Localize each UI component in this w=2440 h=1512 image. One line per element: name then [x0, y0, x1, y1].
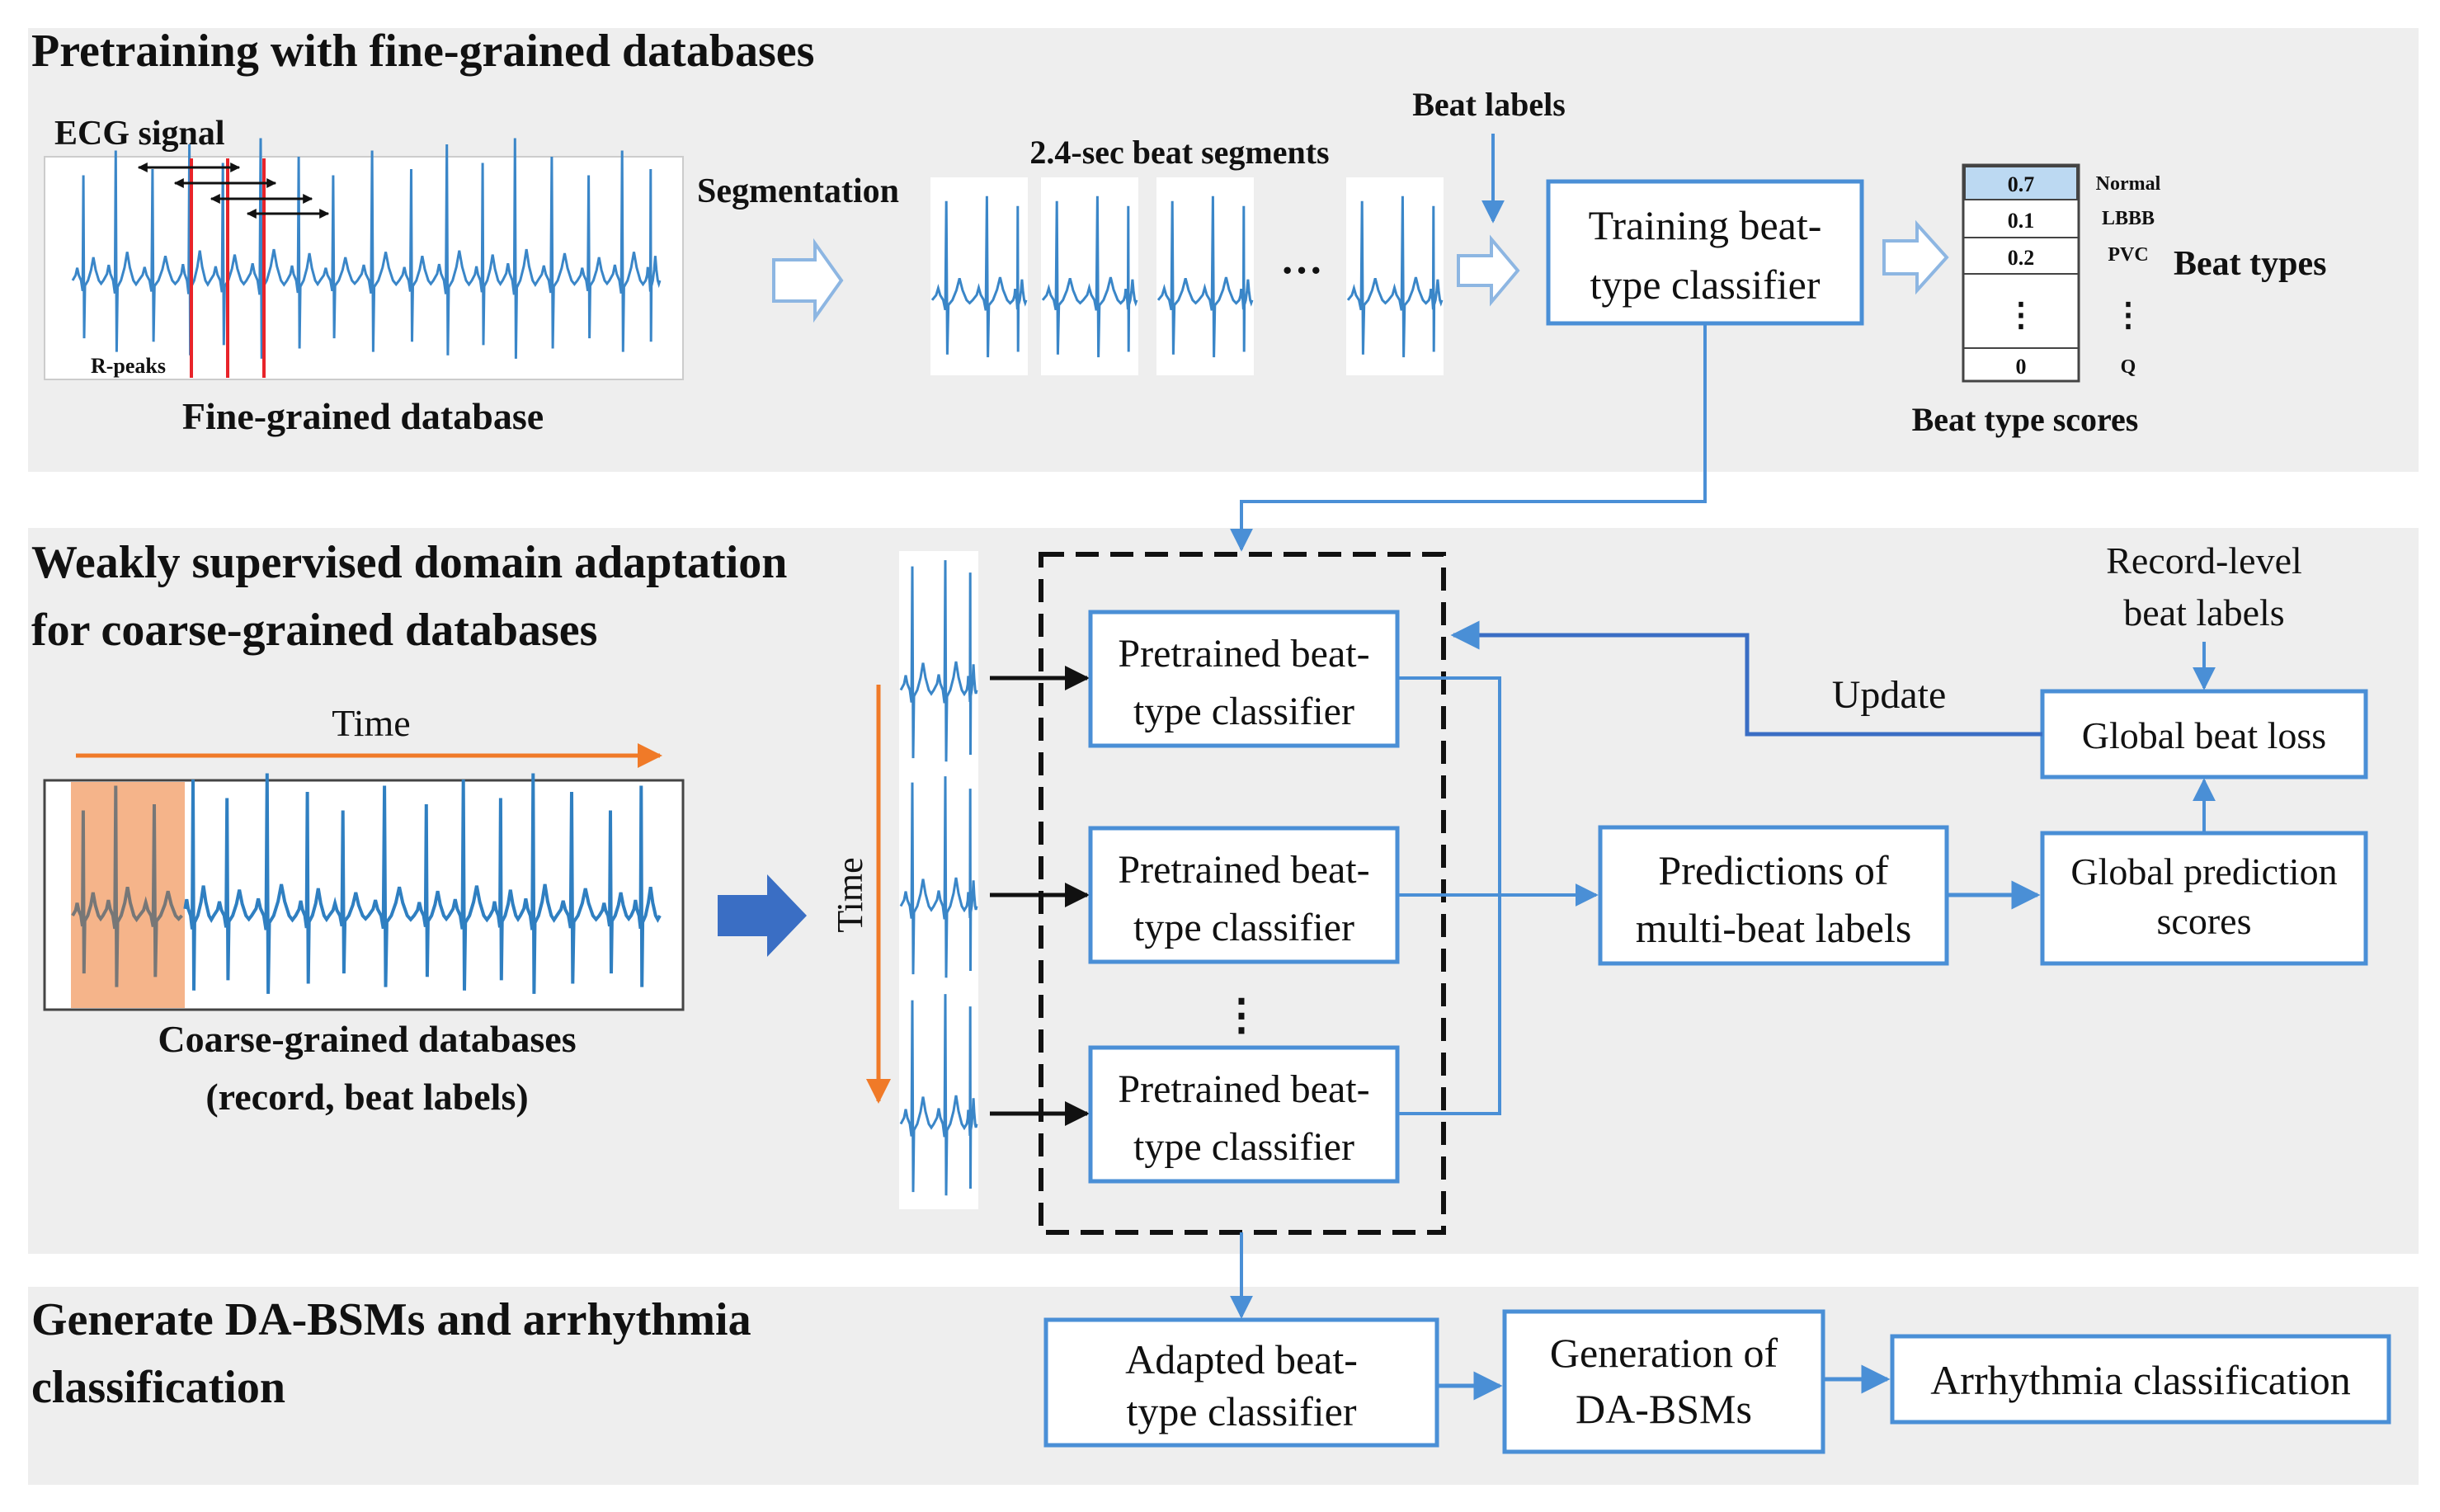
global-scores-line2: scores — [2157, 900, 2252, 942]
to-segments-filled-arrow — [718, 874, 807, 957]
coarse-ecg-trace — [183, 773, 662, 994]
coarse-database-line2: (record, beat labels) — [205, 1076, 528, 1118]
beat-segment-4-trace — [1346, 195, 1444, 358]
adapted-classifier-line2: type classifier — [1126, 1388, 1356, 1434]
coarse-segment-2-trace — [899, 776, 978, 978]
coarse-ecg-trace-highlighted — [71, 785, 183, 987]
panel2-title-line2: for coarse-grained databases — [31, 605, 597, 656]
global-scores-line1: Global prediction — [2070, 850, 2337, 893]
record-labels-line2: beat labels — [2123, 591, 2284, 634]
pretrained-classifier-2-line2: type classifier — [1133, 906, 1354, 949]
pretrained-classifier-2-line1: Pretrained beat- — [1118, 848, 1369, 892]
beat-segments-label: 2.4-sec beat segments — [1029, 134, 1329, 171]
score-value-2: 0.2 — [2008, 246, 2035, 270]
score-type-1: LBBB — [2102, 208, 2155, 229]
pretrained-classifier-3 — [1088, 1045, 1400, 1184]
pretrain-to-adaptation-arrow — [1230, 323, 1707, 552]
predictions-box — [1598, 825, 1949, 966]
update-label: Update — [1832, 673, 1947, 717]
training-classifier-line1: Training beat- — [1589, 202, 1822, 248]
beat-segment-1-trace — [930, 195, 1028, 358]
score-value-1: 0.1 — [2008, 209, 2035, 233]
time-vertical-label: Time — [830, 857, 870, 932]
classifier-3-output-line — [1397, 895, 1501, 1115]
panel2-title-line1: Weakly supervised domain adaptation — [31, 537, 787, 588]
pretrained-classifier-1 — [1088, 610, 1400, 748]
pretrained-classifier-3-line1: Pretrained beat- — [1118, 1067, 1369, 1111]
classifier-1-output-line — [1397, 676, 1501, 895]
panel1-title: Pretraining with fine-grained databases — [31, 26, 814, 77]
score-type-2: PVC — [2108, 244, 2148, 266]
record-labels-line1: Record-level — [2106, 539, 2302, 582]
coarse-beat-segments — [899, 551, 978, 1209]
generation-line1: Generation of — [1550, 1330, 1778, 1376]
ecg-signal-label: ECG signal — [54, 115, 225, 153]
fine-ecg-trace — [71, 138, 662, 359]
coarse-segment-1-trace — [899, 560, 978, 762]
global-scores-box — [2040, 831, 2368, 966]
beat-types-label: Beat types — [2174, 245, 2326, 283]
beat-type-scores-label: Beat type scores — [1912, 401, 2139, 438]
beat-segment-3-trace — [1156, 195, 1254, 358]
panel3-title-line2: classification — [31, 1362, 285, 1413]
time-label: Time — [332, 702, 410, 744]
beat-type-scores-table — [1962, 163, 2080, 383]
score-value-3: 0 — [2016, 355, 2027, 379]
coarse-database-line1: Coarse-grained databases — [158, 1018, 576, 1060]
adapted-classifier-line1: Adapted beat- — [1125, 1336, 1358, 1382]
to-scores-arrow — [1882, 219, 1949, 295]
beat-segments — [930, 177, 1444, 375]
adapted-classifier-box — [1043, 1317, 1439, 1448]
predictions-line1: Predictions of — [1658, 847, 1888, 893]
panel3-title-line1: Generate DA-BSMs and arrhythmia — [31, 1294, 751, 1345]
score-type-0: Normal — [2096, 173, 2161, 195]
generation-line2: DA-BSMs — [1576, 1386, 1752, 1432]
segmentation-label: Segmentation — [697, 172, 899, 210]
r-peaks-label: R-peaks — [91, 354, 166, 378]
score-value-0: 0.7 — [2008, 172, 2035, 196]
score-ellipsis: ⋮ — [2004, 296, 2037, 333]
segments-ellipsis: ··· — [1280, 247, 1323, 294]
update-arrow — [1450, 620, 2042, 737]
generation-box — [1502, 1309, 1825, 1454]
training-classifier-line2: type classifier — [1590, 261, 1820, 308]
classifier-vertical-ellipsis: ⋮ — [1220, 992, 1263, 1039]
training-classifier-box — [1546, 179, 1864, 326]
beat-segment-2-trace — [1041, 195, 1138, 358]
pretrained-classifier-1-line2: type classifier — [1133, 690, 1354, 733]
type-ellipsis: ⋮ — [2112, 296, 2145, 333]
fine-database-label: Fine-grained database — [182, 395, 544, 437]
segmentation-arrow — [772, 238, 844, 323]
coarse-segment-3-trace — [899, 994, 978, 1196]
arrhythmia-label: Arrhythmia classification — [1930, 1357, 2351, 1403]
global-loss-label: Global beat loss — [2082, 714, 2326, 756]
to-training-arrow — [1457, 234, 1520, 307]
pretrained-classifier-1-line1: Pretrained beat- — [1118, 632, 1369, 676]
beat-labels-label: Beat labels — [1412, 86, 1566, 123]
predictions-line2: multi-beat labels — [1636, 905, 1912, 951]
pretrained-classifier-3-line2: type classifier — [1133, 1125, 1354, 1169]
score-type-3: Q — [2121, 356, 2136, 378]
arrhythmia-box — [1890, 1334, 2391, 1425]
